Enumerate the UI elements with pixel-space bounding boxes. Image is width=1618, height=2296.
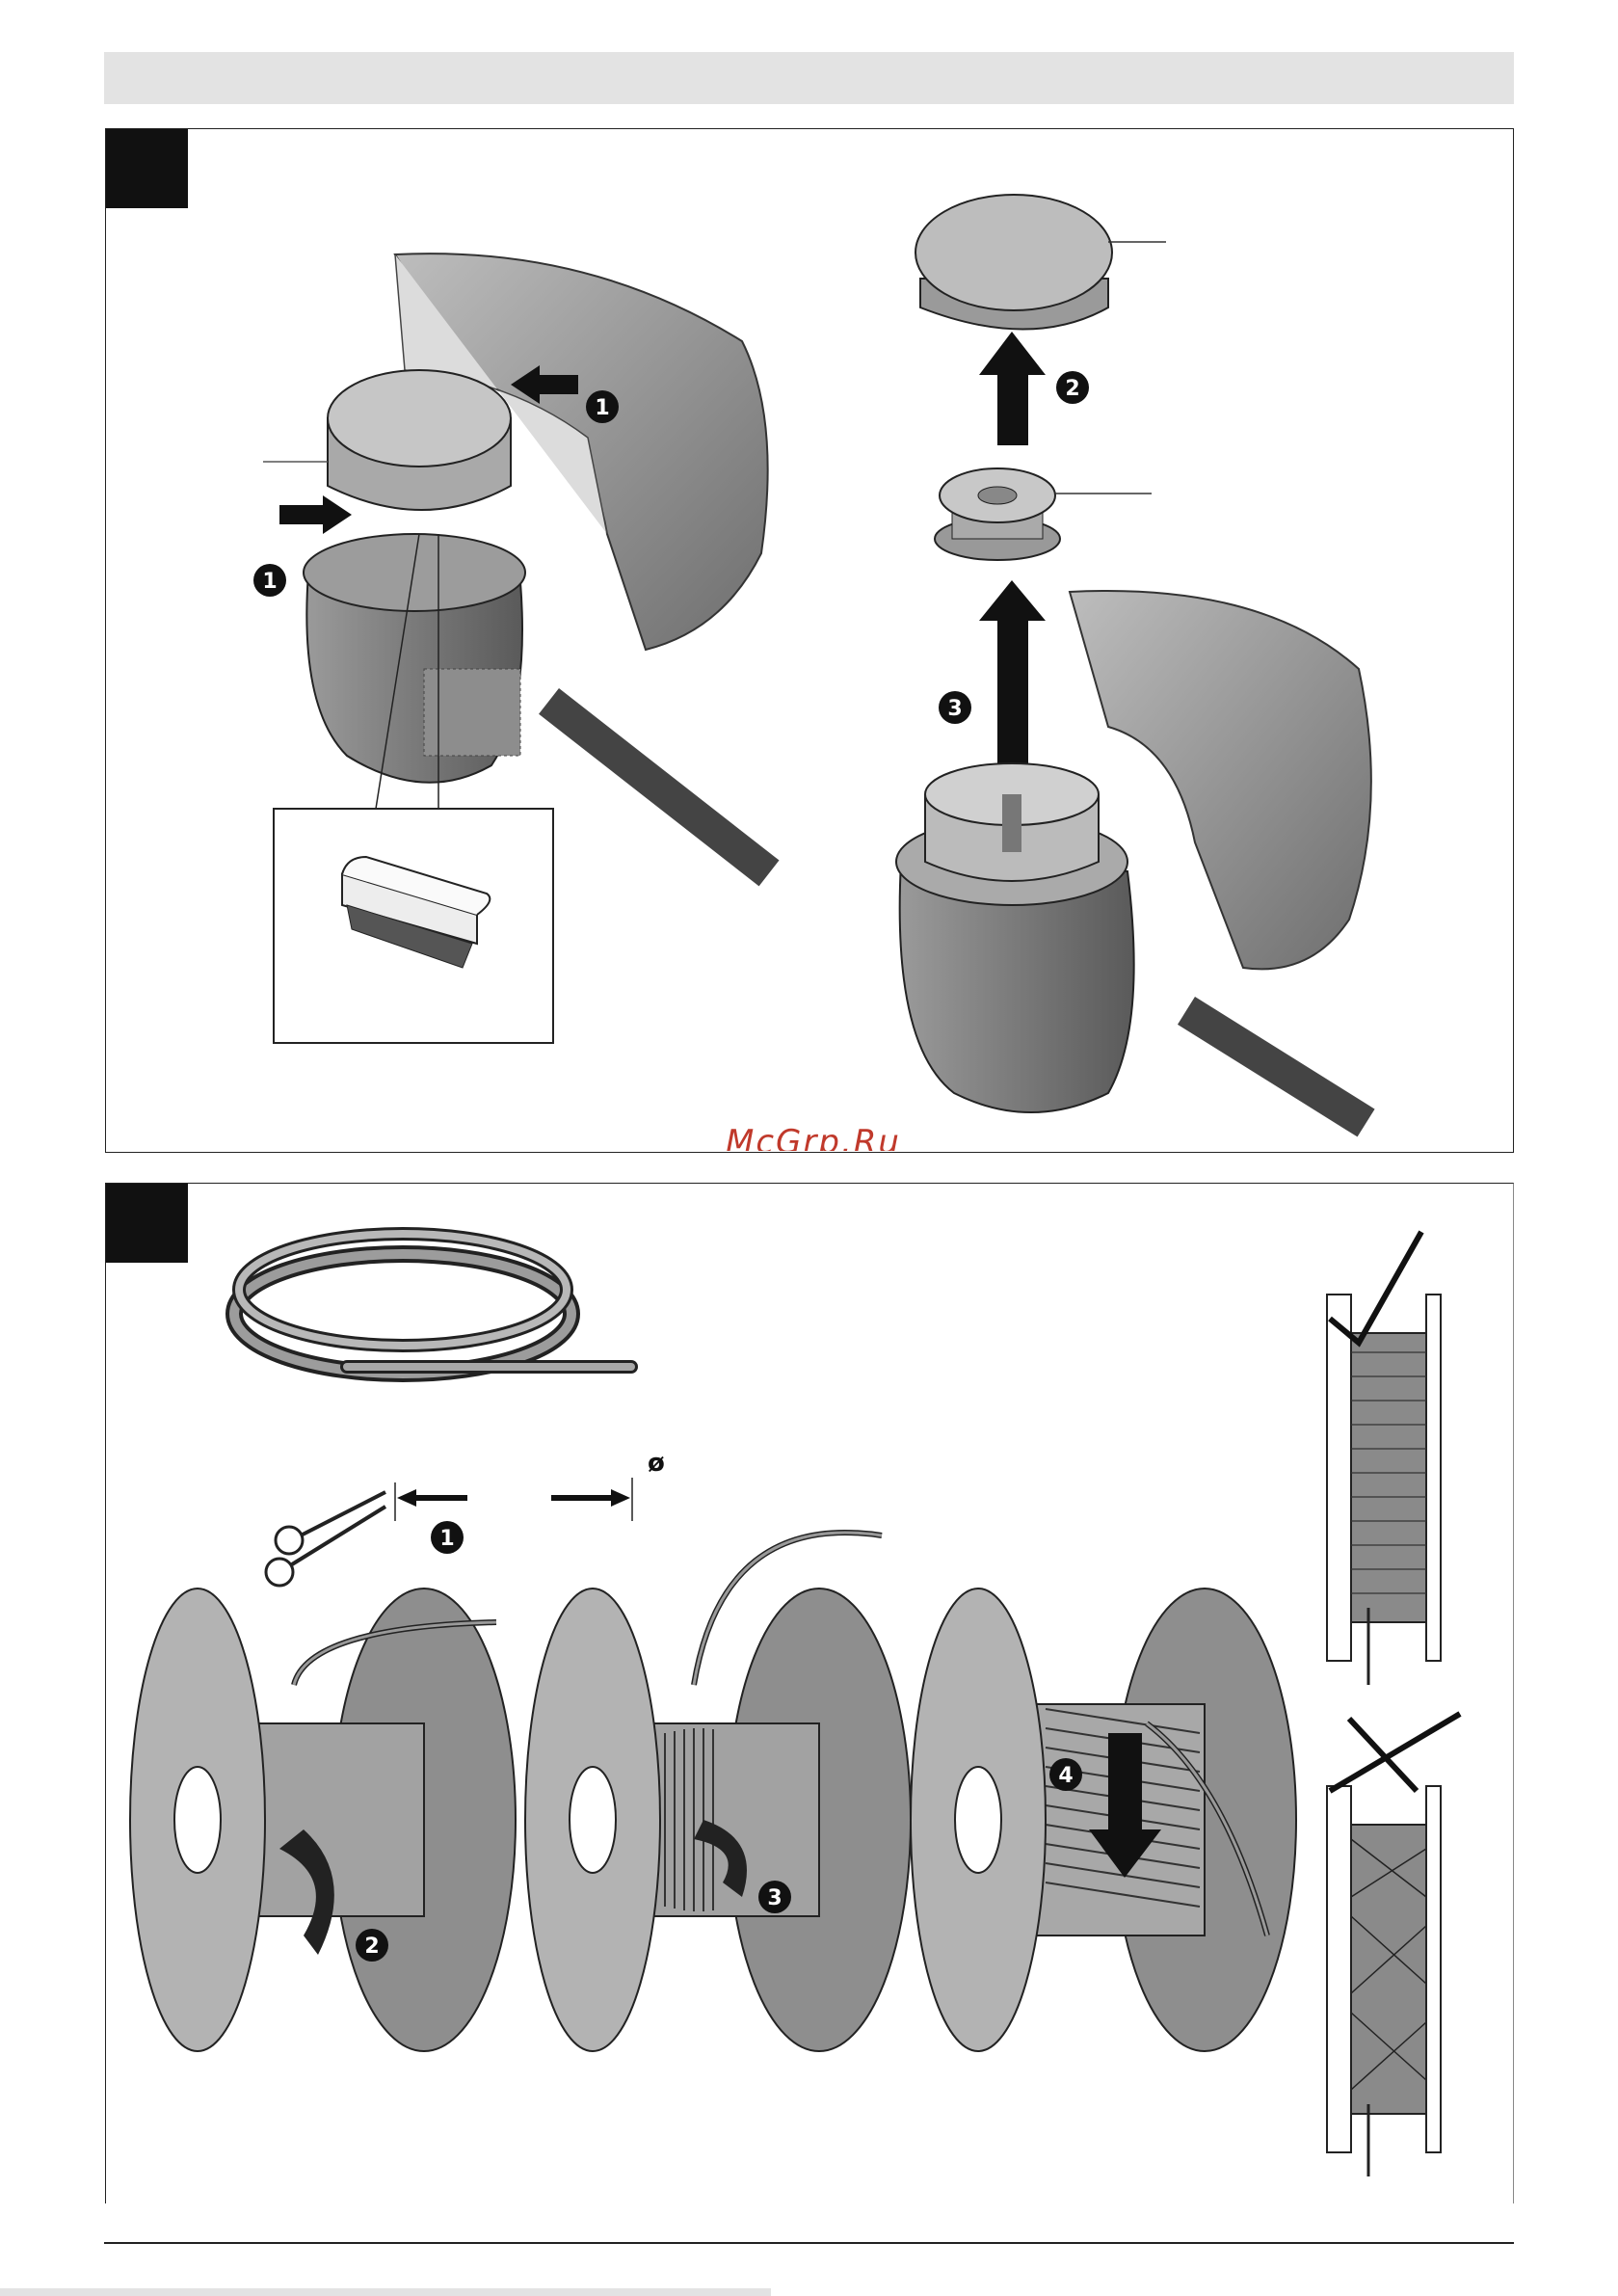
svg-text:2: 2 bbox=[1065, 377, 1079, 401]
step-3-marker: 3 bbox=[758, 1881, 791, 1913]
trimmer-head-illustration: 1 1 2 bbox=[106, 129, 1513, 1151]
watermark: McGrp.Ru bbox=[726, 1123, 901, 1151]
lift-arrow-step-2 bbox=[979, 332, 1046, 445]
motor-housing-right bbox=[896, 763, 1134, 1112]
spool-step-3 bbox=[525, 1533, 911, 2051]
spool-removed bbox=[935, 468, 1060, 560]
spool-step-2 bbox=[130, 1589, 516, 2051]
figure-panel-b: ø 1 bbox=[105, 1183, 1514, 2203]
length-arrow-left bbox=[397, 1489, 467, 1507]
cross-icon bbox=[1330, 1714, 1460, 1791]
length-arrow-right bbox=[551, 1489, 630, 1507]
footer-rule bbox=[104, 2242, 1514, 2244]
header-bar bbox=[104, 52, 1514, 104]
svg-text:1: 1 bbox=[262, 570, 277, 594]
spool-cap-left bbox=[328, 370, 511, 510]
step-3-marker: 3 bbox=[939, 691, 971, 724]
step-2-marker: 2 bbox=[356, 1929, 388, 1962]
spool-step-4 bbox=[911, 1589, 1296, 2051]
svg-text:3: 3 bbox=[947, 697, 962, 721]
step-1-marker: 1 bbox=[431, 1521, 464, 1554]
svg-text:1: 1 bbox=[439, 1527, 454, 1551]
motor-housing-left bbox=[304, 534, 525, 783]
spool-cap-removed bbox=[915, 195, 1112, 330]
push-arrow-left-bottom bbox=[279, 495, 352, 534]
line-winding-illustration: ø 1 bbox=[106, 1184, 1513, 2204]
svg-text:4: 4 bbox=[1058, 1764, 1073, 1788]
line-coil bbox=[234, 1234, 631, 1374]
scissors-icon bbox=[266, 1492, 385, 1586]
step-2-marker: 2 bbox=[1056, 371, 1089, 404]
diameter-symbol: ø bbox=[648, 1449, 665, 1478]
svg-text:1: 1 bbox=[595, 396, 609, 420]
correct-winding-example bbox=[1327, 1232, 1441, 1685]
figure-panel-a: 1 1 2 bbox=[105, 128, 1514, 1153]
step-1-marker-top: 1 bbox=[586, 390, 619, 423]
svg-text:2: 2 bbox=[364, 1935, 379, 1959]
footer-strip bbox=[0, 2288, 771, 2296]
step-1-marker-left: 1 bbox=[253, 564, 286, 597]
incorrect-winding-example bbox=[1327, 1714, 1460, 2176]
lift-arrow-step-3 bbox=[979, 580, 1046, 794]
step-4-marker: 4 bbox=[1049, 1758, 1082, 1791]
shaft-right bbox=[1178, 997, 1375, 1136]
svg-text:3: 3 bbox=[767, 1886, 782, 1910]
shaft-left bbox=[539, 688, 779, 886]
